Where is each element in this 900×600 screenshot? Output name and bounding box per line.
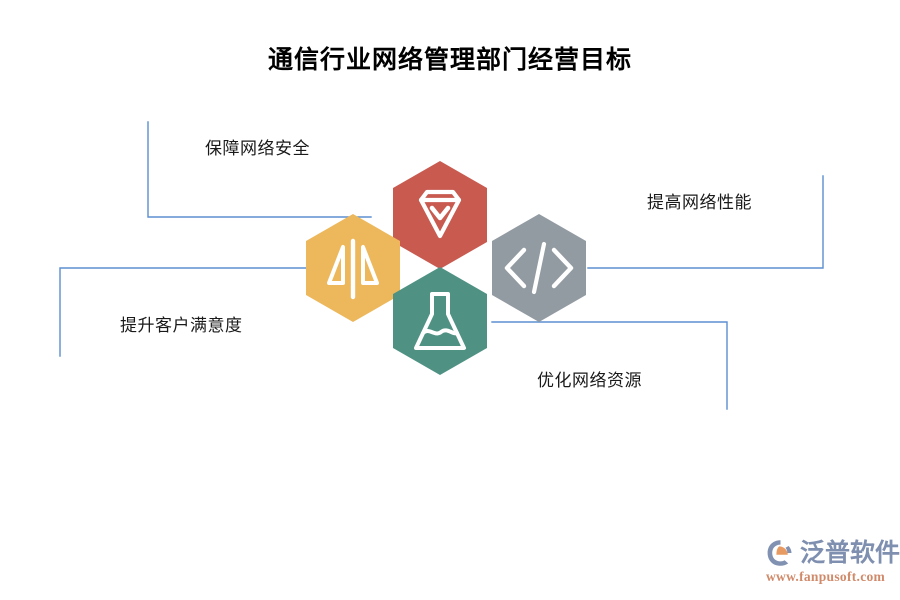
hexagon-node-satisfaction[interactable]	[304, 213, 402, 323]
label-node-resources: 优化网络资源	[537, 371, 642, 390]
fanpu-swoosh-logo-icon	[767, 540, 792, 566]
connector-satisfaction	[59, 267, 307, 357]
code-brackets-icon	[504, 241, 574, 295]
label-node-satisfaction: 提升客户满意度	[120, 316, 243, 335]
label-node-security: 保障网络安全	[205, 139, 310, 158]
hexagon-shape-green	[393, 267, 487, 375]
company-logo[interactable]: 泛普软件 www.fanpusoft.com	[766, 536, 900, 588]
logo-brand-text: 泛普软件	[800, 539, 900, 567]
connector-security	[147, 121, 372, 218]
page-title: 通信行业网络管理部门经营目标	[267, 46, 632, 74]
balance-scale-icon	[327, 238, 379, 300]
connector-resources	[491, 321, 728, 410]
hexagon-node-security[interactable]	[391, 160, 489, 270]
logo-brand-row: 泛普软件	[766, 536, 900, 570]
connector-performance	[587, 175, 824, 269]
flask-icon	[414, 292, 466, 350]
hexagon-node-resources[interactable]	[391, 266, 489, 376]
logo-url-text: www.fanpusoft.com	[766, 569, 886, 584]
shield-check-icon	[418, 189, 462, 239]
label-node-performance: 提高网络性能	[647, 193, 752, 212]
hexagon-node-performance[interactable]	[490, 213, 588, 323]
